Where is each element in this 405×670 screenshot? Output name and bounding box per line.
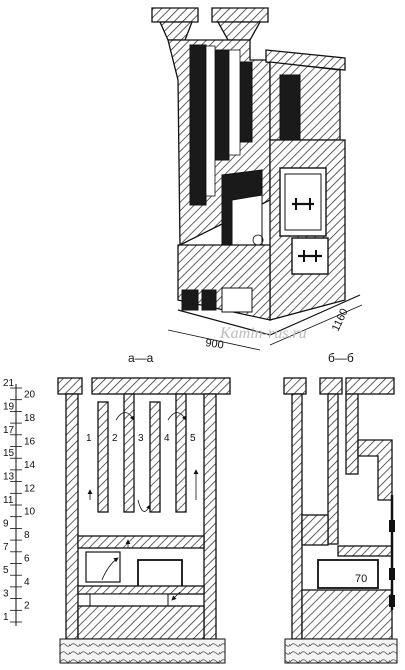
scale-label: 11 — [3, 495, 14, 506]
scale-label: 19 — [3, 401, 15, 412]
scale-label: 21 — [3, 378, 15, 389]
scale-label: 2 — [24, 600, 30, 611]
scale-label: 1 — [3, 612, 9, 623]
scale-label: 4 — [24, 577, 30, 588]
scale-label: 10 — [24, 507, 36, 518]
channel-label: 1 — [86, 433, 92, 444]
scale-label: 8 — [24, 530, 30, 541]
scale-label: 12 — [24, 483, 36, 494]
scale-label: 14 — [24, 460, 36, 471]
scale-label: 9 — [3, 518, 9, 529]
section-b-title: б—б — [328, 351, 354, 365]
scale-label: 15 — [3, 448, 15, 459]
section-b-value: 70 — [355, 573, 367, 585]
scale-label: 17 — [3, 425, 15, 436]
watermark: Kamin-rus.ru — [219, 325, 307, 342]
scale-label: 16 — [24, 437, 36, 448]
scale-label: 20 — [24, 390, 36, 401]
scale-label: 3 — [3, 589, 9, 600]
channel-label: 3 — [138, 433, 144, 444]
section-a: а—а 1 2 3 4 5 — [57, 351, 231, 664]
dimension-depth: 1160 — [330, 307, 351, 334]
section-b: б—б 70 — [283, 351, 398, 664]
scale-label: 5 — [3, 565, 9, 576]
scale-label: 7 — [3, 542, 9, 553]
channel-label: 5 — [190, 433, 196, 444]
isometric-view: 900 1160 Kamin-rus.ru — [151, 7, 363, 352]
scale-label: 13 — [3, 472, 15, 483]
scale-label: 18 — [24, 413, 36, 424]
channel-label: 4 — [164, 433, 170, 444]
dimension-width: 900 — [205, 337, 225, 351]
section-a-title: а—а — [128, 351, 154, 365]
channel-label: 2 — [112, 433, 118, 444]
scale-label: 6 — [24, 554, 30, 565]
